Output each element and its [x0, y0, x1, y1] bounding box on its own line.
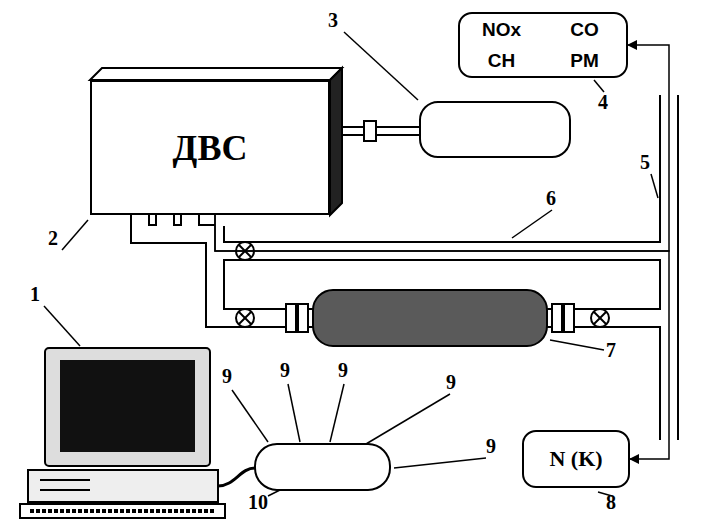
computer-unit: [28, 470, 218, 502]
node-text: CH: [488, 50, 515, 72]
shaft: [342, 134, 420, 136]
catalytic-converter: [313, 290, 547, 346]
shaft-coupling: [364, 121, 376, 141]
callout-number: 5: [640, 152, 650, 172]
power-meter-box: N (K): [522, 430, 630, 488]
node-text: N (K): [549, 446, 602, 472]
callout-number: 10: [248, 492, 268, 512]
catalyst-flange: [564, 304, 574, 332]
callout-number: 3: [328, 10, 338, 30]
data-acquisition-box: [255, 444, 390, 490]
node-text: CO: [570, 19, 599, 41]
callout-number: 8: [606, 492, 616, 512]
node-text: ДВС: [173, 127, 248, 169]
callout-number: 4: [598, 92, 608, 112]
computer-cable: [218, 468, 255, 486]
drive-slot: [40, 479, 90, 481]
callout-number: 1: [30, 284, 40, 304]
drive-slot: [40, 489, 90, 491]
catalyst-flange: [286, 304, 296, 332]
emission-analyzer-box: NOx CO CH PM: [458, 12, 628, 78]
node-text: NOx: [482, 19, 521, 41]
valve: [591, 309, 609, 327]
computer-screen: [60, 360, 195, 452]
callout-number: 9: [446, 372, 456, 392]
engine-top-face: [90, 68, 342, 80]
callout-number: 9: [280, 360, 290, 380]
keyboard-keys: [30, 509, 215, 513]
callout-number: 9: [222, 366, 232, 386]
callout-number: 7: [606, 340, 616, 360]
engine-box: ДВС: [90, 80, 330, 215]
catalyst-flange: [298, 304, 308, 332]
valve: [236, 309, 254, 327]
computer-monitor: [45, 348, 210, 466]
shaft: [342, 126, 420, 128]
keyboard: [20, 504, 225, 518]
engine-side-face: [330, 68, 342, 215]
exhaust-pipe-bore: [140, 93, 669, 442]
callout-number: 9: [486, 436, 496, 456]
load-brake-box: [420, 102, 570, 157]
callout-number: 9: [338, 360, 348, 380]
node-text: PM: [570, 50, 599, 72]
leader-line: [44, 32, 658, 496]
catalyst-flange: [552, 304, 562, 332]
gas-sample-line: [215, 215, 669, 459]
callout-number: 2: [48, 228, 58, 248]
callout-number: 6: [546, 188, 556, 208]
